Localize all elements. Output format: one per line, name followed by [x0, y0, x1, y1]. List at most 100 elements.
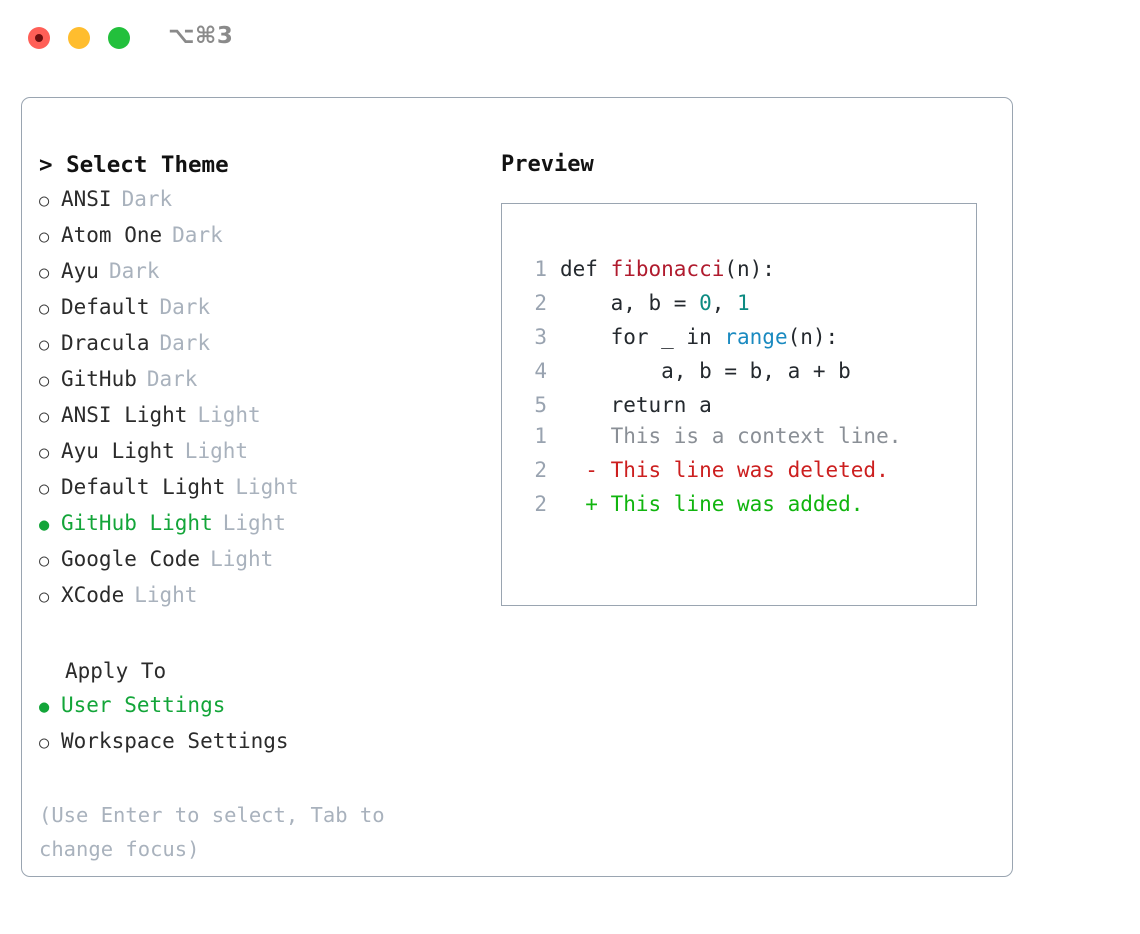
code-line-number: 3 — [534, 325, 547, 349]
code-line-text: def fibonacci(n): — [560, 252, 775, 286]
theme-option-github[interactable]: ○ GitHub Dark — [39, 362, 479, 398]
theme-option-tag: Light — [222, 511, 286, 535]
theme-option-tag: Light — [210, 547, 274, 571]
radio-unselected-icon: ○ — [39, 733, 50, 753]
diff-line-number: 2 — [534, 458, 547, 482]
theme-option-label: ANSI — [61, 187, 112, 211]
traffic-light-group — [28, 27, 130, 49]
theme-option-dracula[interactable]: ○ Dracula Dark — [39, 326, 479, 362]
radio-unselected-icon: ○ — [39, 551, 50, 571]
close-button[interactable] — [28, 27, 50, 49]
code-token: range — [724, 325, 788, 349]
radio-unselected-icon: ○ — [39, 335, 50, 355]
radio-unselected-icon: ○ — [39, 587, 50, 607]
theme-option-tag: Dark — [108, 259, 160, 283]
theme-option-google-code[interactable]: ○ Google Code Light — [39, 542, 479, 578]
theme-option-tag: Light — [134, 583, 198, 607]
window-titlebar: ⌥⌘3 — [0, 0, 1140, 78]
diff-sample: 1 This is a context line. 2 - This line w… — [521, 419, 901, 521]
code-token: (n): — [724, 257, 775, 281]
radio-unselected-icon: ○ — [39, 371, 50, 391]
code-line-text: a, b = b, a + b — [560, 354, 851, 388]
code-line-number: 5 — [534, 393, 547, 417]
theme-option-label: XCode — [61, 583, 125, 607]
code-line: 3 for _ in range(n): — [521, 320, 851, 354]
diff-line-number: 2 — [534, 492, 547, 516]
theme-option-label: Default — [61, 295, 150, 319]
code-line-text: return a — [560, 388, 712, 422]
radio-unselected-icon: ○ — [39, 407, 50, 427]
theme-option-default-light[interactable]: ○ Default Light Light — [39, 470, 479, 506]
select-theme-heading: > Select Theme — [39, 152, 229, 178]
code-token: def — [560, 257, 611, 281]
theme-option-label: Atom One — [61, 223, 163, 247]
code-token: 1 — [737, 291, 750, 315]
radio-unselected-icon: ○ — [39, 227, 50, 247]
theme-option-label: Ayu Light — [61, 439, 175, 463]
theme-option-label: Default Light — [61, 475, 226, 499]
diff-line: 1 This is a context line. — [521, 419, 901, 453]
diff-line-text: - This line was deleted. — [560, 458, 889, 482]
minimize-button[interactable] — [68, 27, 90, 49]
apply-to-option-label: Workspace Settings — [61, 729, 289, 753]
preview-heading: Preview — [501, 152, 594, 177]
theme-option-tag: Dark — [159, 331, 211, 355]
apply-to-option-user-settings[interactable]: ● User Settings — [39, 688, 479, 724]
apply-to-option-workspace-settings[interactable]: ○ Workspace Settings — [39, 724, 479, 760]
code-line: 4 a, b = b, a + b — [521, 354, 851, 388]
radio-unselected-icon: ○ — [39, 263, 50, 283]
code-line-text: for _ in range(n): — [560, 320, 839, 354]
code-line: 1 def fibonacci(n): — [521, 252, 851, 286]
diff-line-text: This is a context line. — [560, 424, 902, 448]
code-line-number: 2 — [534, 291, 547, 315]
theme-option-tag: Dark — [146, 367, 198, 391]
diff-line-text: + This line was added. — [560, 492, 864, 516]
code-token: for _ in — [560, 325, 725, 349]
theme-option-tag: Light — [184, 439, 249, 463]
theme-option-label: GitHub — [61, 367, 137, 391]
code-token: (n): — [787, 325, 839, 349]
theme-option-label: Google Code — [61, 547, 201, 571]
radio-unselected-icon: ○ — [39, 299, 50, 319]
code-line-number: 1 — [534, 257, 547, 281]
diff-line: 2 + This line was added. — [521, 487, 901, 521]
code-token: a, b = b, a + b — [560, 359, 851, 383]
zoom-button[interactable] — [108, 27, 130, 49]
theme-option-tag: Light — [197, 403, 261, 427]
theme-option-tag: Light — [235, 475, 299, 499]
code-line: 5 return a — [521, 388, 851, 422]
code-token: a, b = — [560, 291, 700, 315]
radio-selected-icon: ● — [39, 515, 50, 535]
apply-to-option-label: User Settings — [61, 693, 226, 717]
diff-line-number: 1 — [534, 424, 547, 448]
code-token: , — [711, 291, 738, 315]
theme-option-label: Dracula — [61, 331, 150, 355]
theme-option-label: Ayu — [61, 259, 99, 283]
apply-to-title: Apply To — [65, 659, 167, 683]
code-token: fibonacci — [610, 257, 725, 281]
code-line: 2 a, b = 0, 1 — [521, 286, 851, 320]
radio-unselected-icon: ○ — [39, 191, 50, 211]
theme-option-xcode[interactable]: ○ XCode Light — [39, 578, 479, 614]
code-line-text: a, b = 0, 1 — [560, 286, 750, 320]
theme-option-ayu-light[interactable]: ○ Ayu Light Light — [39, 434, 479, 470]
code-token: 0 — [699, 291, 712, 315]
radio-selected-icon: ● — [39, 697, 50, 717]
keyboard-hint-text: (Use Enter to select, Tab to change focu… — [39, 803, 385, 861]
recording-indicator-icon — [35, 34, 43, 42]
theme-option-ayu[interactable]: ○ Ayu Dark — [39, 254, 479, 290]
radio-unselected-icon: ○ — [39, 479, 50, 499]
theme-option-tag: Dark — [159, 295, 211, 319]
theme-option-default[interactable]: ○ Default Dark — [39, 290, 479, 326]
apply-to-option-list: ● User Settings ○ Workspace Settings — [39, 688, 479, 760]
radio-unselected-icon: ○ — [39, 443, 50, 463]
code-token: return a — [560, 393, 712, 417]
